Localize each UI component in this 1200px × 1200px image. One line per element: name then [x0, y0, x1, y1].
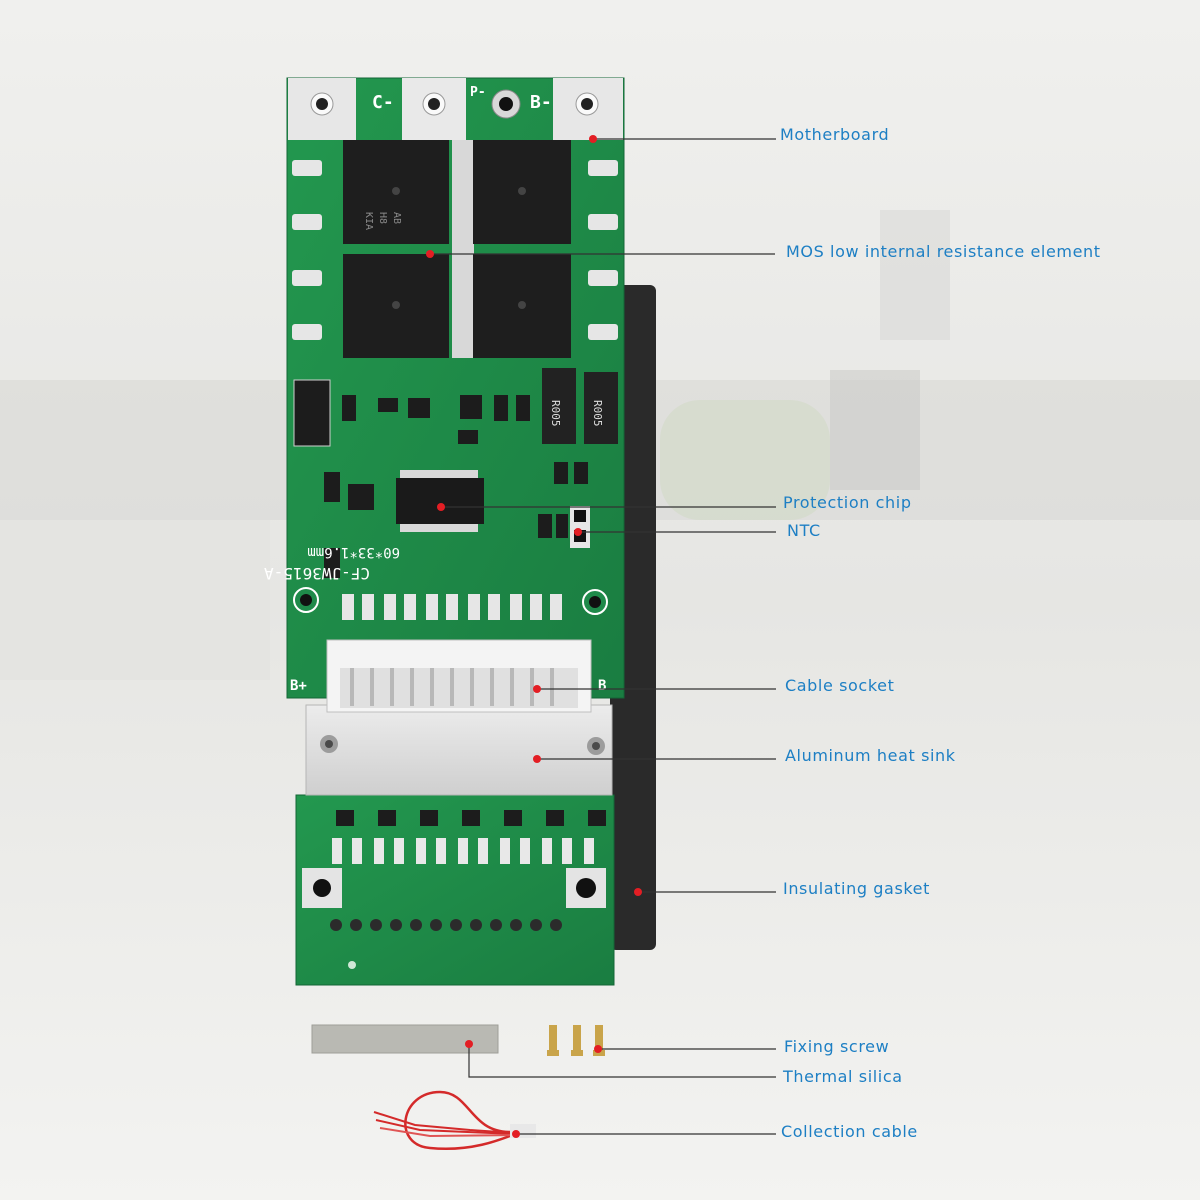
- terminal-label-b: B-: [530, 92, 552, 113]
- cable-socket: [326, 639, 592, 713]
- sense-resistor-2-label: R005: [591, 400, 604, 427]
- sense-resistor-1-label: R005: [549, 400, 562, 427]
- lower-board-resistors: [332, 838, 594, 864]
- label-protection-chip: Protection chip: [783, 493, 912, 512]
- collection-cable-wires: [373, 1090, 536, 1150]
- side-components: [292, 160, 618, 340]
- mount-hole-right: [576, 878, 596, 898]
- smd-cluster: [324, 395, 588, 578]
- callout-dots: [426, 135, 642, 1138]
- fixing-screws: [547, 1025, 605, 1056]
- svg-text:H8: H8: [377, 212, 388, 224]
- lower-board-components: [336, 810, 606, 826]
- label-collection-cable: Collection cable: [781, 1122, 918, 1141]
- chip-pins: [400, 470, 478, 532]
- protection-chip: [396, 478, 484, 524]
- mount-hole-left: [313, 879, 331, 897]
- callout-lines: [430, 138, 776, 1135]
- terminal-label-c: C-: [372, 92, 394, 113]
- label-cable-socket: Cable socket: [785, 676, 895, 695]
- label-fixing-screw: Fixing screw: [784, 1037, 890, 1056]
- label-ntc: NTC: [787, 521, 821, 540]
- lower-board: [295, 794, 615, 986]
- mosfet-array: [343, 140, 571, 358]
- silkscreen-model: CF-JW3615-A: [264, 564, 370, 583]
- svg-text:AB: AB: [391, 212, 402, 224]
- lower-board-via: [348, 961, 356, 969]
- label-motherboard: Motherboard: [780, 125, 890, 144]
- mosfet-markings: KIA H8 AB: [363, 212, 402, 230]
- label-insulating-gasket: Insulating gasket: [783, 879, 930, 898]
- label-thermal-silica: Thermal silica: [783, 1067, 903, 1086]
- connector-label-b: B: [598, 678, 606, 694]
- sense-resistor-1: [542, 368, 576, 444]
- aluminum-heat-sink: [305, 704, 613, 796]
- svg-text:KIA: KIA: [363, 212, 374, 230]
- terminal-pads: [288, 78, 623, 140]
- label-mos-element: MOS low internal resistance element: [786, 242, 1101, 261]
- label-aluminum-heat-sink: Aluminum heat sink: [785, 746, 956, 765]
- thermal-silica-pad: [311, 1024, 499, 1054]
- diode: [293, 379, 331, 447]
- terminal-label-p: P-: [470, 85, 486, 100]
- motherboard: C- P- B- KIA H8 AB: [264, 77, 625, 713]
- connector-label-bplus: B+: [290, 678, 307, 694]
- silkscreen-size: 60*33*1.6mm: [307, 544, 400, 560]
- mosfet-heat-bars: [452, 140, 474, 358]
- sense-resistor-2: [584, 372, 618, 444]
- balance-resistors: [342, 594, 562, 620]
- wire-pads: [330, 919, 562, 931]
